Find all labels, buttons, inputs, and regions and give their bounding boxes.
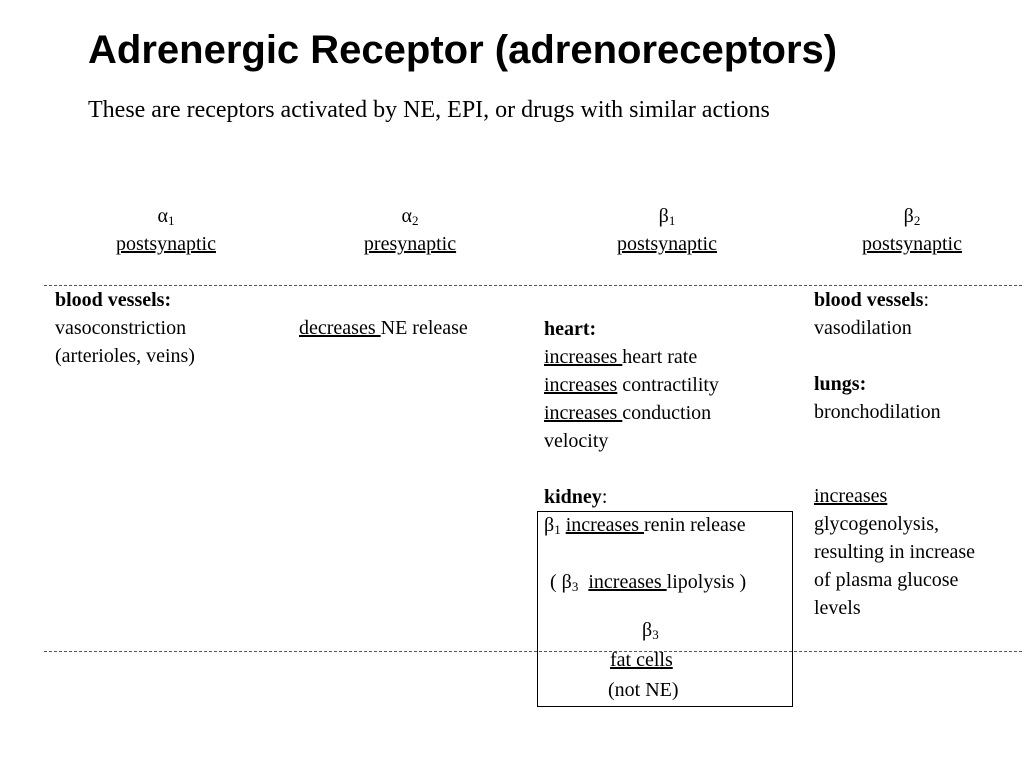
alpha1-effects: blood vessels: vasoconstriction (arterio…	[55, 286, 195, 370]
conduction-line2: velocity	[544, 430, 609, 452]
header-alpha2: α2 presynaptic	[310, 202, 510, 258]
alpha1-line: (arterioles, veins)	[55, 345, 195, 367]
beta3-subscript: 3	[571, 579, 579, 594]
bronchodilation-text: bronchodilation	[814, 401, 941, 423]
glyco-line: resulting in increase	[814, 541, 976, 563]
receptor-symbol: α	[157, 205, 168, 227]
heart-rate-underlined: increases	[544, 346, 623, 368]
conduction-underlined: increases	[544, 402, 623, 424]
header-beta1: β1 postsynaptic	[567, 202, 767, 258]
page-title: Adrenergic Receptor (adrenoreceptors)	[88, 28, 838, 72]
not-ne-label: (not NE)	[608, 679, 679, 701]
lipolysis-open: (	[550, 571, 562, 593]
spacer	[544, 455, 746, 483]
heart-rate-text: heart rate	[622, 346, 698, 368]
heart-heading: heart:	[544, 318, 597, 340]
receptor-subscript: 1	[167, 213, 175, 228]
receptor-type: postsynaptic	[862, 233, 962, 255]
header-alpha1: α1 postsynaptic	[66, 202, 266, 258]
conduction-text: conduction	[622, 402, 712, 424]
glyco-line: glycogenolysis,	[814, 513, 939, 535]
glyco-line: of plasma glucose	[814, 569, 959, 591]
kidney-colon: :	[601, 486, 608, 508]
renin-subscript: 1	[554, 522, 561, 537]
top-dashed-divider	[44, 285, 1022, 286]
beta3-box	[537, 511, 793, 707]
lipolysis-text: lipolysis )	[666, 571, 747, 593]
vasodilation-text: vasodilation	[814, 317, 912, 339]
spacer	[814, 426, 975, 454]
receptor-type: postsynaptic	[116, 233, 216, 255]
receptor-subscript: 1	[668, 213, 676, 228]
renin-symbol: β	[544, 514, 555, 536]
lipolysis-underlined: increases	[588, 571, 667, 593]
kidney-heading: kidney	[544, 486, 602, 508]
receptor-type: postsynaptic	[617, 233, 717, 255]
alpha2-underlined: decreases	[299, 317, 381, 339]
header-beta2: β2 postsynaptic	[812, 202, 1012, 258]
receptor-symbol: β	[903, 205, 914, 227]
bottom-dashed-divider	[44, 651, 1022, 652]
receptor-subscript: 2	[411, 213, 419, 228]
bv-heading: blood vessels	[814, 289, 924, 311]
receptor-subscript: 2	[913, 213, 921, 228]
bv-colon: :	[923, 289, 930, 311]
alpha1-line: vasoconstriction	[55, 317, 187, 339]
contractility-underlined: increases	[544, 374, 618, 396]
renin-text: renin release	[643, 514, 746, 536]
beta3-label-symbol: β	[642, 619, 653, 641]
contractility-text: contractility	[617, 374, 719, 396]
beta2-effects: blood vessels: vasodilation lungs: bronc…	[814, 286, 975, 622]
beta3-symbol: β	[561, 571, 572, 593]
renin-underlined: increases	[565, 514, 644, 536]
spacer	[814, 454, 975, 482]
beta1-effects: heart: increases heart rate increases co…	[544, 315, 746, 539]
alpha2-effects: decreases NE release	[299, 314, 468, 342]
page-subtitle: These are receptors activated by NE, EPI…	[88, 97, 770, 123]
beta3-label-subscript: 3	[652, 627, 659, 642]
lipolysis-line: ( β3 increases lipolysis )	[550, 568, 746, 596]
alpha2-rest: NE release	[380, 317, 468, 339]
receptor-symbol: α	[401, 205, 412, 227]
spacer	[814, 342, 975, 370]
beta3-label: β3	[642, 616, 659, 644]
glyco-underlined: increases	[814, 485, 888, 507]
glyco-line: levels	[814, 597, 861, 619]
receptor-type: presynaptic	[363, 233, 457, 255]
alpha1-heading: blood vessels:	[55, 289, 172, 311]
receptor-symbol: β	[658, 205, 669, 227]
fat-cells-label: fat cells	[610, 649, 673, 671]
lungs-heading: lungs:	[814, 373, 867, 395]
